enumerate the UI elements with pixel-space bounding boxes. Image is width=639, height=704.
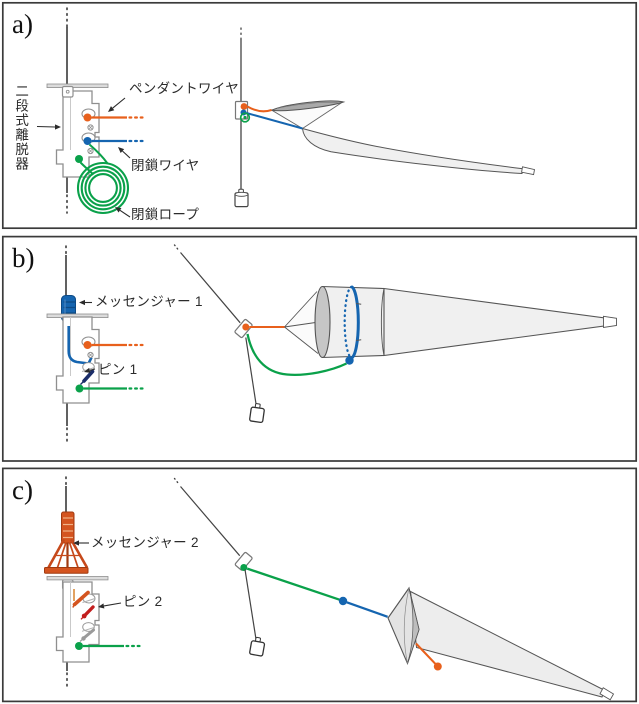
label-messenger-2: メッセンジャー 2: [91, 535, 199, 550]
device-label-arrow: [36, 125, 56, 128]
wire-shackle-a: [61, 85, 74, 98]
closing-rope-ring: [75, 384, 84, 393]
pin2-label-arrow: [103, 602, 122, 607]
panel-a-frame: [1, 1, 638, 230]
label-closing-rope: 閉鎖ロープ: [131, 207, 200, 222]
panel-c-letter: c): [12, 475, 33, 505]
bridle-b: [284, 291, 318, 354]
closing-wire-label-arrow: [122, 150, 131, 159]
weight-a: [234, 188, 249, 208]
rope-attach-dot: [240, 564, 248, 571]
release-device-body-c: [55, 581, 100, 663]
arrowhead-icon: [115, 207, 122, 213]
weight-c: [249, 636, 266, 657]
crossbar-c: [46, 576, 109, 581]
net-towing-wire-c: [180, 486, 241, 557]
arrowhead-icon: [118, 147, 125, 153]
closing-wire-ring: [83, 137, 92, 145]
pendant-attach-dot: [242, 323, 250, 331]
pin-2: [83, 605, 95, 617]
cod-end-c: [599, 687, 615, 701]
annotation-arrows-c: [73, 540, 122, 609]
pendant-attach-dot: [240, 103, 248, 110]
net-ring-edge-on-a: [269, 100, 346, 112]
net-body-c: [409, 590, 606, 698]
rope-to-wire-joint: [338, 596, 348, 606]
arrowhead-icon: [55, 124, 61, 130]
messenger-2: [44, 511, 89, 574]
trigger-box-c: [234, 551, 253, 571]
panel-c-frame: [1, 467, 638, 703]
pendant-label-arrow: [112, 97, 126, 109]
arrowhead-icon: [73, 540, 79, 546]
pendant-wire-ring: [83, 341, 92, 349]
panel-a-letter: a): [12, 9, 33, 39]
released-pendant-wire-end: [72, 590, 90, 607]
rope-to-ring-joint: [345, 356, 354, 365]
label-messenger-1: メッセンジャー 1: [95, 294, 203, 309]
pin-1: [82, 369, 95, 383]
released-closing-wire-b: [67, 326, 93, 365]
panel-c: [44, 476, 615, 701]
arrowhead-icon: [98, 603, 105, 609]
crossbar-a: [46, 83, 109, 88]
closing-rope-ring: [75, 155, 83, 163]
label-pin-1: ピン 1: [98, 362, 138, 377]
panel-b: [46, 244, 617, 442]
label-pendant-wire: ペンダントワイヤ: [129, 81, 239, 96]
release-device-assembly-b: [46, 245, 145, 442]
arrowhead-icon: [84, 367, 91, 373]
closing-rope-coil: [76, 161, 130, 215]
closing-rope-c-right: [246, 567, 342, 602]
pendant-wire-a-right: [246, 105, 272, 113]
closing-wire-ring-far: [343, 285, 353, 360]
cod-end-b: [603, 315, 617, 329]
closing-wire-a-right: [246, 112, 303, 130]
pin1-label-arrow: [89, 368, 96, 371]
rope-label-arrow: [119, 209, 131, 218]
release-device-assembly-c: [44, 476, 142, 691]
released-pendant-wire-c: [415, 642, 437, 666]
stowed-rope-coil: [239, 112, 251, 123]
panel-b-letter: b): [12, 243, 35, 273]
weight-b: [249, 403, 265, 424]
net-mouth-cylinder: [322, 286, 384, 358]
released-pin-1: [83, 628, 95, 639]
release-device-assembly-a: [46, 7, 145, 215]
annotation-arrows-a: [36, 97, 131, 218]
closing-wire-c-right: [346, 601, 388, 618]
annotation-arrows-b: [79, 299, 96, 373]
arrowhead-icon: [108, 106, 115, 112]
panel-a: [36, 7, 536, 218]
net-mouth-opening: [314, 285, 331, 359]
net-cone-b: [383, 287, 605, 357]
arrowhead-icon: [79, 299, 85, 306]
pendant-wire-ring: [83, 113, 92, 122]
pendant-end-dot: [433, 662, 442, 671]
closing-rope-ring: [75, 642, 83, 650]
label-two-stage-release-device: 二段式離脱器: [13, 84, 29, 171]
closing-wire-ring-near: [350, 285, 360, 360]
closed-net-c: [173, 477, 615, 701]
net-body-a: [301, 127, 524, 175]
label-closing-wire: 閉鎖ワイヤ: [131, 158, 200, 173]
panel-b-frame: [1, 235, 638, 462]
opened-net-b: [173, 244, 617, 424]
label-pin-2: ピン 2: [123, 594, 163, 609]
closing-rope-b: [246, 333, 348, 376]
towed-net-closed-a: [234, 27, 536, 208]
cod-end-a: [521, 166, 536, 176]
net-towing-wire-b: [180, 252, 241, 324]
